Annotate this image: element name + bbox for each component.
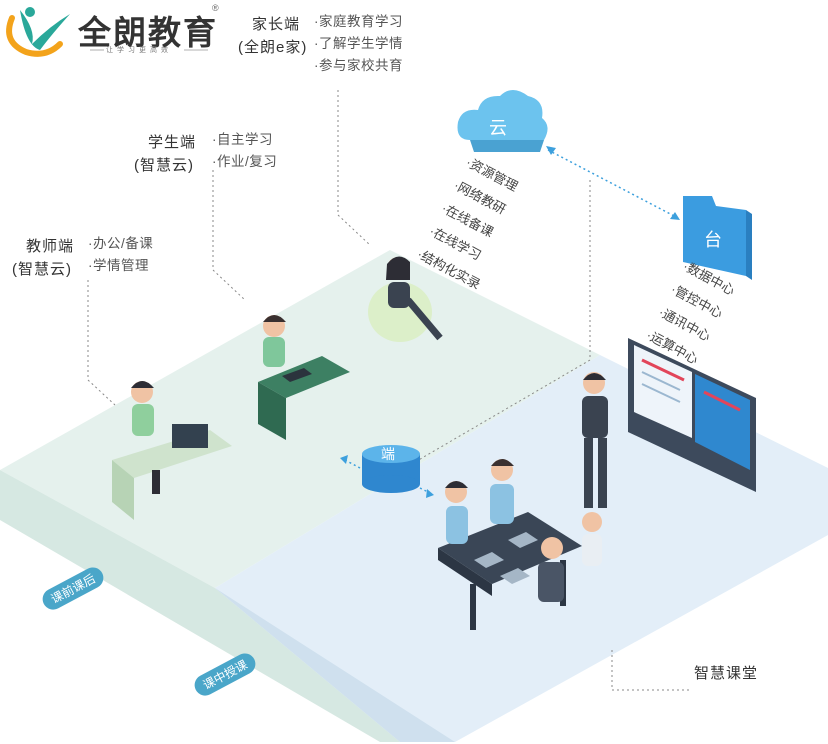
floor-edge-blue	[215, 588, 455, 742]
brand-name: 全朗教育	[78, 14, 218, 51]
platform-label: 台	[704, 230, 722, 250]
parent-bullet-3: ·参与家校共育	[314, 58, 403, 73]
parent-role-title: 家长端	[252, 16, 301, 33]
student-role-title: 学生端	[148, 134, 197, 151]
cloud-icon	[457, 90, 548, 152]
student-bullet-2: ·作业/复习	[212, 154, 278, 169]
floor-edge	[0, 470, 400, 742]
parent-bullet-1: ·家庭教育学习	[314, 14, 403, 29]
label-connectors	[87, 90, 690, 691]
teacher-role-title: 教师端	[26, 238, 75, 255]
terminal-label: 端	[381, 446, 395, 462]
parent-bullet-2: ·了解学生学情	[314, 36, 403, 51]
teacher-bullet-2: ·学情管理	[88, 258, 149, 273]
student-bullet-1: ·自主学习	[212, 132, 273, 147]
teacher-bullet-1: ·办公/备课	[88, 236, 154, 251]
arrow-heads	[340, 146, 680, 498]
floor-before-after	[0, 250, 600, 588]
presenter-figure	[582, 372, 608, 508]
registered-mark: ®	[212, 3, 219, 13]
teacher-role-subtitle: (智慧云)	[12, 261, 72, 278]
platform-icon	[683, 196, 752, 280]
student-role-subtitle: (智慧云)	[134, 157, 194, 174]
smart-classroom-label: 智慧课堂	[694, 665, 759, 682]
parent-figure	[368, 256, 443, 342]
teacher-figure	[112, 381, 232, 520]
student-figure	[258, 315, 350, 440]
group-table	[438, 459, 602, 630]
logo-icon	[6, 7, 70, 57]
smart-board	[628, 338, 756, 492]
parent-role-subtitle: (全朗e家)	[238, 39, 308, 56]
connection-arrows	[344, 149, 679, 494]
brand-slogan: 让学习更高效	[106, 47, 172, 54]
terminal-icon	[362, 445, 420, 493]
cloud-label: 云	[489, 118, 507, 138]
